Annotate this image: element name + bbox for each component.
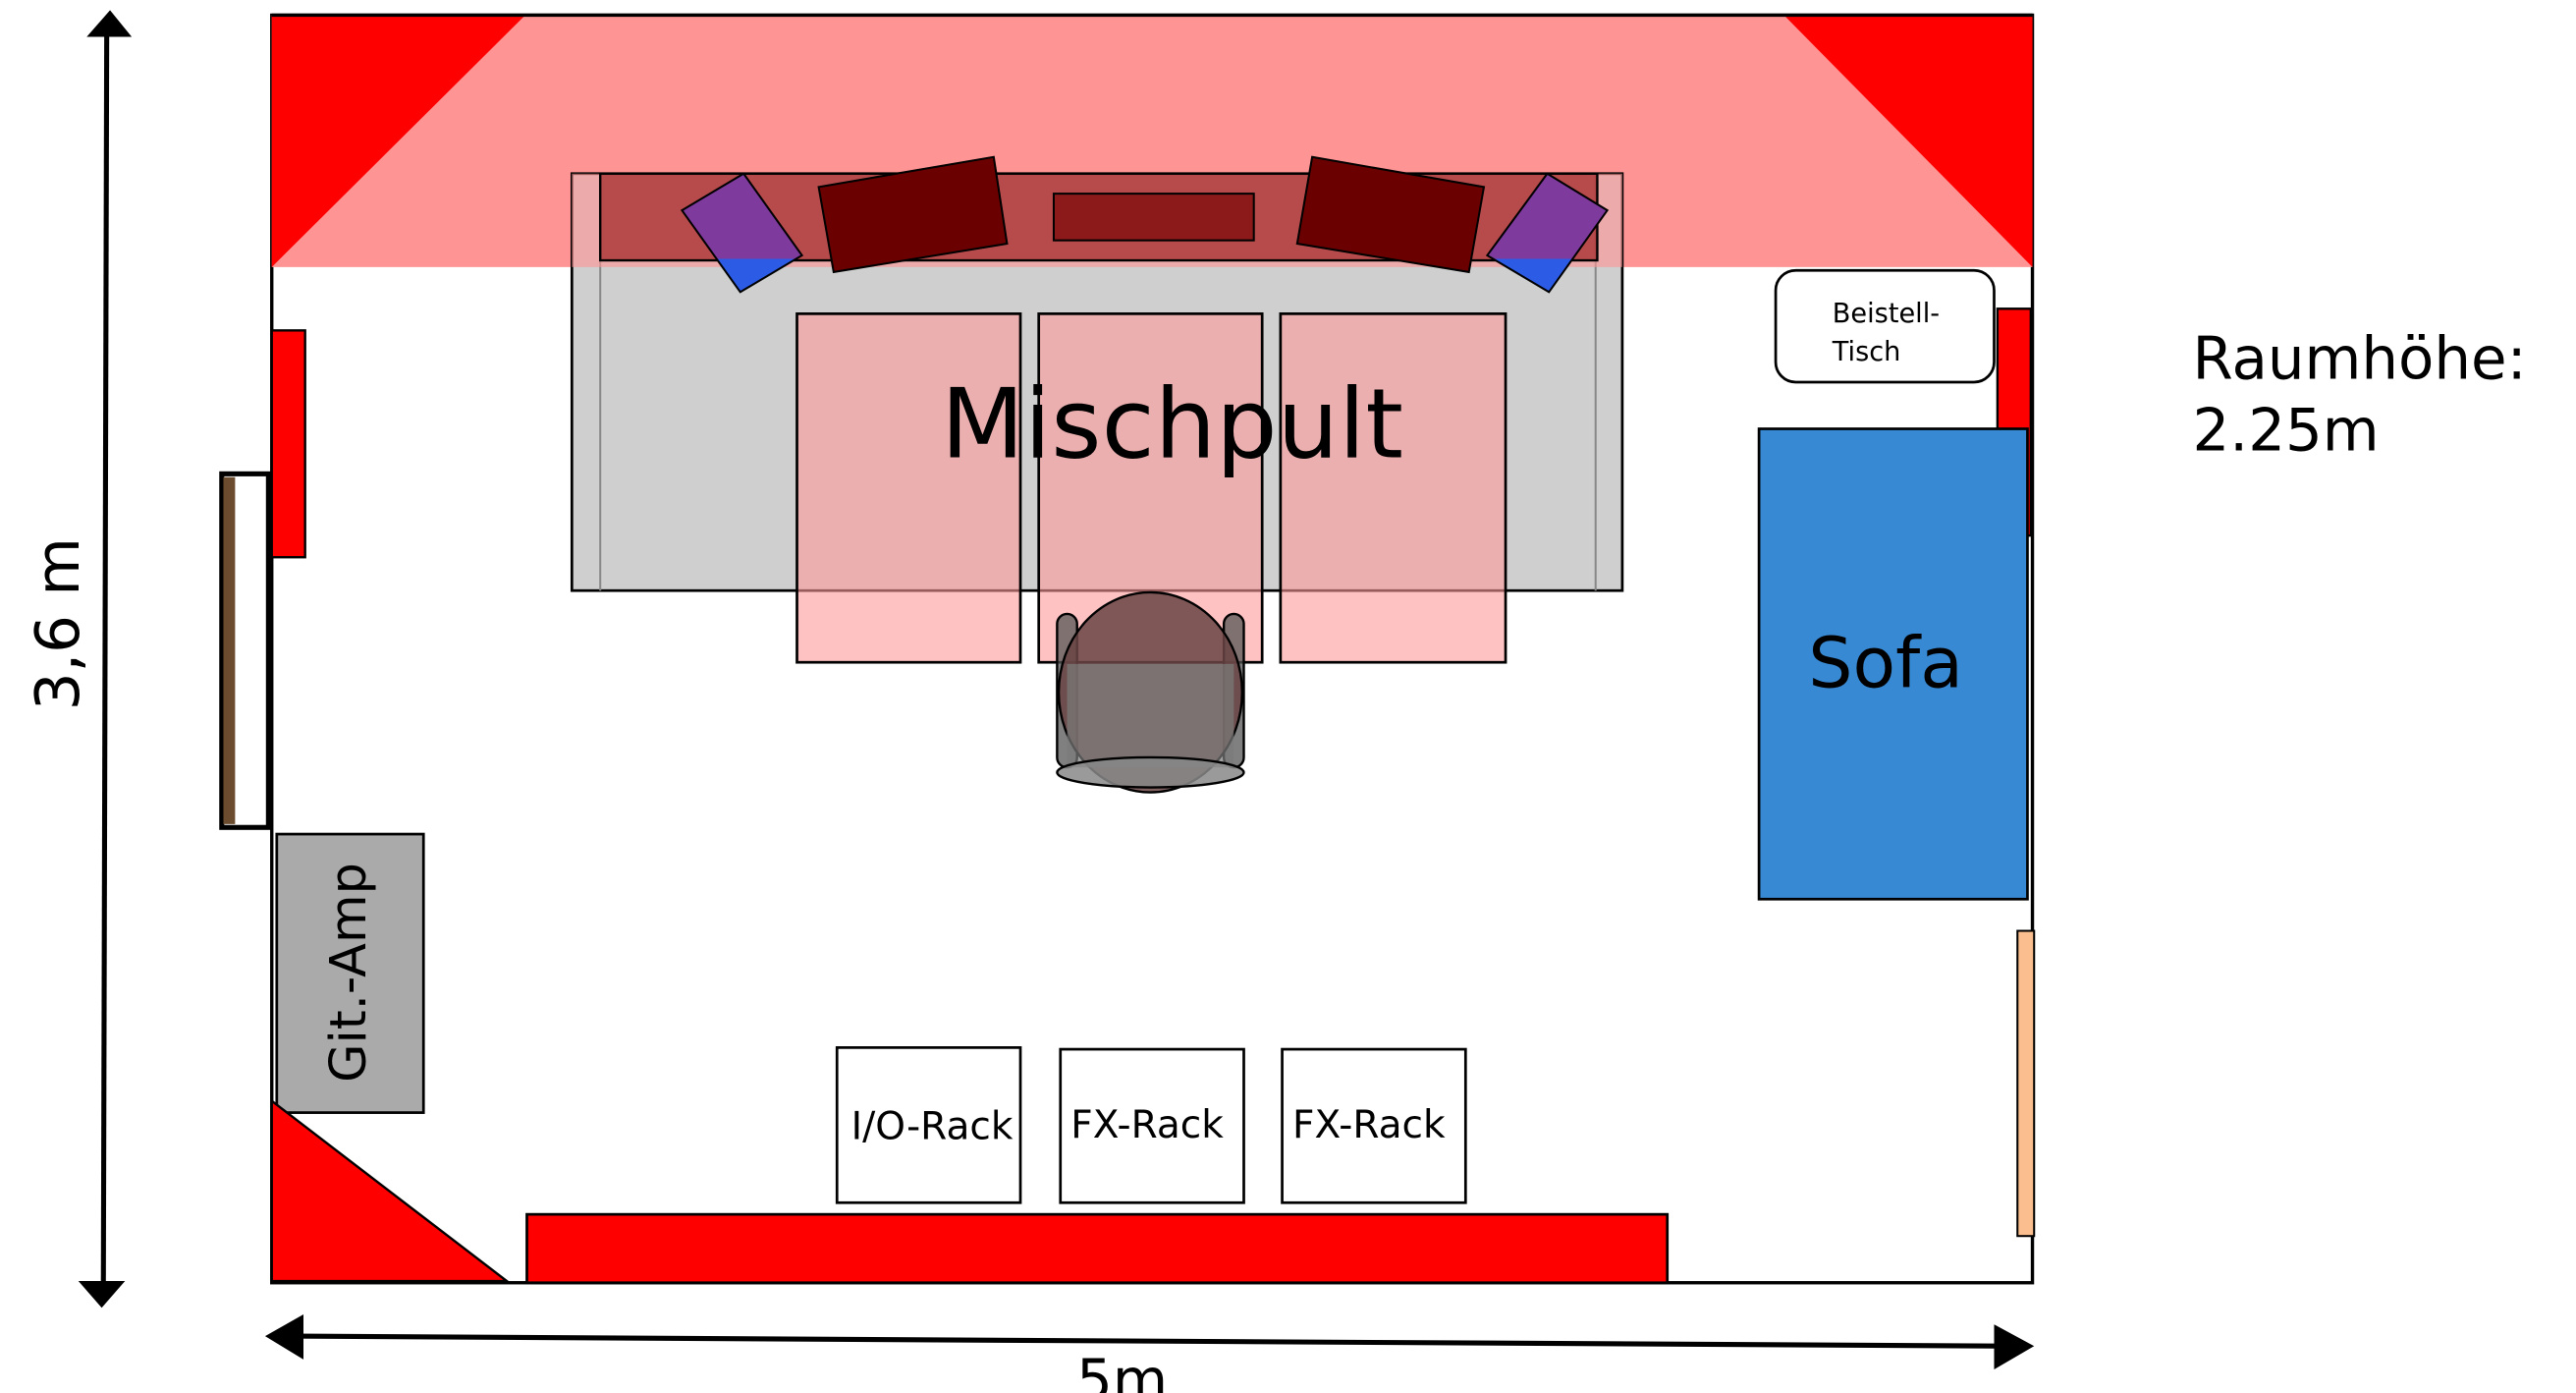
- monitor-left: [817, 155, 1009, 274]
- nearfield-left: [680, 172, 804, 294]
- depth-label: 3,6 m: [24, 537, 93, 710]
- fx-rack-2-label: FX-Rack: [1292, 1103, 1446, 1147]
- io-rack: [835, 1046, 1022, 1204]
- width-dimension-arrow: [264, 1314, 2035, 1370]
- nearfield-right: [1485, 172, 1610, 294]
- ceiling-height-label: Raumhöhe:: [2193, 326, 2527, 394]
- console-label: Mischpult: [941, 368, 1403, 480]
- absorber-left-wall: [270, 329, 306, 559]
- depth-dimension-arrow: [78, 10, 133, 1309]
- guitar-amp: [275, 832, 425, 1114]
- monitor-right: [1295, 155, 1486, 274]
- ceiling-height-value: 2.25m: [2193, 398, 2380, 466]
- bass-trap-top-right: [1783, 15, 2033, 267]
- width-label: 5m: [1076, 1347, 1168, 1393]
- fx-rack-1-label: FX-Rack: [1070, 1103, 1224, 1147]
- sofa-label: Sofa: [1808, 623, 1963, 704]
- window: [2016, 929, 2036, 1238]
- fx-rack-1: [1059, 1047, 1245, 1204]
- sofa: [1757, 427, 2029, 901]
- absorber-rear-wall: [525, 1212, 1670, 1285]
- center-speaker: [1052, 193, 1255, 242]
- console-module-3: [1279, 312, 1507, 664]
- side-table-label-line1: Beistell-: [1833, 299, 1940, 329]
- io-rack-label: I/O-Rack: [851, 1105, 1014, 1149]
- guitar-amp-label: Git.-Amp: [320, 863, 378, 1083]
- office-chair: [1056, 590, 1245, 794]
- console-module-1: [795, 312, 1022, 664]
- fx-rack-2: [1281, 1047, 1467, 1204]
- side-table-label-line2: Tisch: [1832, 337, 1901, 367]
- bass-trap-bottom-left: [270, 1098, 511, 1283]
- door-leaf: [223, 476, 236, 824]
- side-table: [1774, 268, 1996, 384]
